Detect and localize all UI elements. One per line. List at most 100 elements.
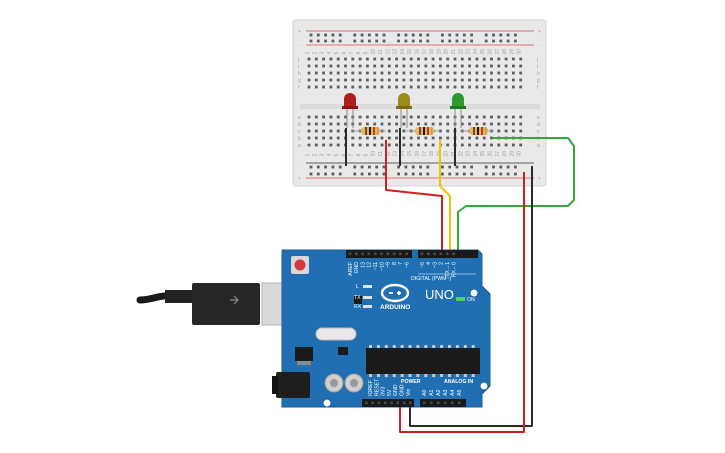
breadboard-hole: [404, 172, 408, 176]
row-letter: b: [298, 136, 301, 142]
header-hole: [445, 252, 449, 256]
breadboard-hole: [366, 115, 369, 119]
digital-pin-label: ~9: [386, 262, 392, 268]
breadboard-hole: [460, 78, 464, 82]
terminal-holes: [307, 57, 523, 147]
column-number: 27: [495, 49, 501, 55]
breadboard-hole: [519, 143, 523, 147]
breadboard-hole: [338, 39, 342, 43]
breadboard-hole: [351, 136, 355, 140]
rail-minus-sign-right: -: [538, 43, 540, 49]
breadboard-hole: [441, 39, 444, 43]
breadboard-hole: [402, 64, 406, 68]
breadboard-hole: [382, 165, 386, 169]
breadboard-hole: [448, 39, 452, 43]
breadboard-hole: [360, 39, 364, 43]
header-hole: [444, 401, 447, 405]
chip-pin: [424, 374, 428, 377]
breadboard-hole: [417, 143, 420, 147]
column-number: 19: [436, 49, 442, 55]
chip-pin: [392, 374, 396, 377]
column-number: 18: [429, 49, 435, 55]
header-hole: [392, 252, 396, 256]
breadboard-hole: [409, 64, 413, 68]
row-letter: d: [298, 122, 301, 128]
breadboard-hole: [402, 57, 406, 61]
breadboard-hole: [497, 78, 501, 82]
breadboard-hole: [322, 57, 325, 61]
breadboard-hole: [397, 172, 400, 176]
column-number: 25: [480, 49, 486, 55]
column-number: 27: [495, 151, 501, 157]
arduino-brand-text: ARDUINO: [380, 304, 410, 311]
digital-pin-label: 12: [367, 262, 373, 268]
breadboard-hole: [475, 136, 479, 140]
breadboard-hole: [322, 78, 325, 82]
column-number: 15: [407, 151, 413, 157]
bottom-rail-holes: [309, 165, 517, 176]
breadboard-hole: [499, 39, 503, 43]
breadboard-hole: [409, 71, 413, 75]
breadboard-hole: [351, 143, 355, 147]
analog-pin-label: A1: [429, 390, 435, 396]
digital-pin-label: 2: [439, 262, 445, 265]
column-number: 13: [393, 49, 399, 55]
power-pin-label: 3V3: [381, 387, 387, 396]
breadboard-hole: [373, 78, 377, 82]
breadboard-hole: [514, 165, 517, 169]
breadboard-hole: [424, 71, 428, 75]
board-led-label-rx: RX: [354, 304, 362, 310]
breadboard-hole: [358, 136, 362, 140]
breadboard-hole: [380, 143, 384, 147]
breadboard-hole: [492, 165, 495, 169]
arduino-logo: [380, 283, 410, 303]
breadboard-hole: [353, 33, 357, 37]
breadboard-hole: [336, 129, 340, 133]
breadboard-hole: [424, 136, 428, 140]
breadboard-hole: [387, 136, 391, 140]
column-number: 17: [422, 49, 428, 55]
breadboard-hole: [344, 122, 347, 126]
breadboard-hole: [512, 115, 515, 119]
red-signal-wire: [385, 140, 443, 252]
breadboard-hole: [395, 85, 398, 89]
breadboard-hole: [504, 143, 508, 147]
breadboard-hole: [460, 57, 464, 61]
breadboard-hole: [395, 143, 398, 147]
breadboard-hole: [475, 143, 479, 147]
breadboard-hole: [504, 85, 508, 89]
breadboard-hole: [482, 71, 486, 75]
breadboard-hole: [397, 39, 400, 43]
breadboard-hole: [411, 33, 415, 37]
breadboard-hole: [366, 143, 369, 147]
breadboard-hole: [519, 129, 523, 133]
breadboard-hole: [322, 85, 325, 89]
breadboard-hole: [316, 33, 320, 37]
breadboard-hole: [380, 71, 384, 75]
breadboard-hole: [490, 57, 493, 61]
breadboard-hole: [453, 85, 457, 89]
breadboard-hole: [336, 85, 340, 89]
breadboard-hole: [373, 64, 377, 68]
breadboard-hole: [460, 136, 464, 140]
breadboard-hole: [512, 85, 515, 89]
breadboard-hole: [373, 71, 377, 75]
row-letter: j: [297, 57, 299, 63]
breadboard-hole: [324, 39, 327, 43]
chip-pin: [400, 345, 404, 348]
breadboard-hole: [448, 165, 452, 169]
usb-icon: [230, 295, 239, 305]
breadboard-hole: [497, 129, 501, 133]
breadboard-hole: [468, 136, 471, 140]
resistor-1: [352, 127, 386, 135]
breadboard-hole: [417, 57, 420, 61]
reset-button[interactable]: [294, 259, 306, 271]
breadboard-hole: [475, 85, 479, 89]
breadboard-hole: [358, 71, 362, 75]
breadboard-hole: [314, 115, 318, 119]
breadboard-hole: [519, 122, 523, 126]
breadboard-hole: [446, 85, 450, 89]
column-number: 3: [320, 154, 326, 157]
breadboard-hole: [439, 136, 442, 140]
breadboard-hole: [314, 129, 318, 133]
